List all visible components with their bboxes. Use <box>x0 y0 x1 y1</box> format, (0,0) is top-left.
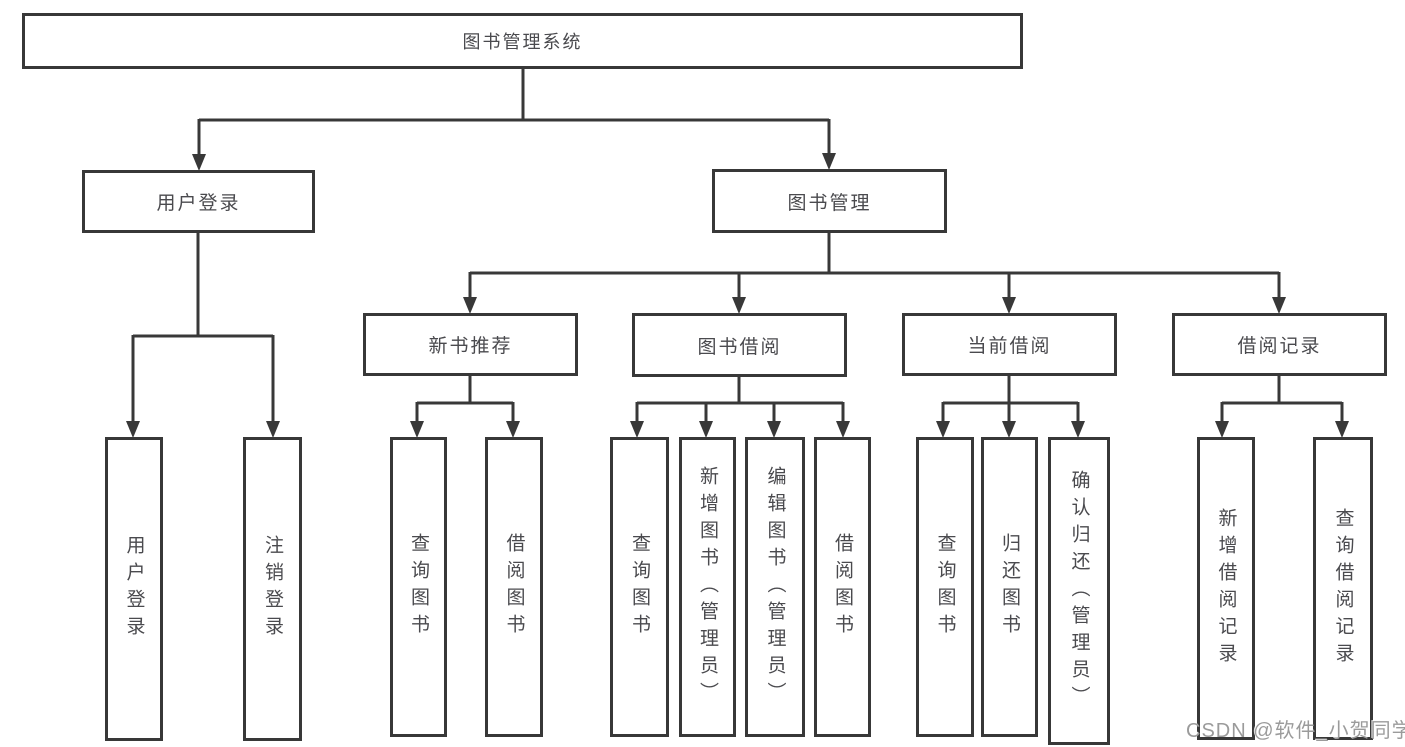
node-book-management-branch: 图书管理 <box>712 169 947 233</box>
node-system-root: 图书管理系统 <box>22 13 1023 69</box>
leaf-edit-books-admin: 编辑图书（管理员） <box>745 437 805 737</box>
node-label: 新书推荐 <box>428 336 513 357</box>
leaf-label: 查询图书 <box>408 533 429 641</box>
leaf-label: 借阅图书 <box>832 533 853 641</box>
node-label: 用户登录 <box>156 193 241 214</box>
node-label: 图书管理 <box>787 192 872 214</box>
leaf-label: 查询图书 <box>934 533 956 641</box>
leaf-user-login: 用户登录 <box>105 437 163 741</box>
node-label: 借阅记录 <box>1237 336 1322 357</box>
node-user-login-branch: 用户登录 <box>82 170 315 233</box>
leaf-label: 新增借阅记录 <box>1215 507 1237 670</box>
leaf-label: 注销登录 <box>262 535 283 643</box>
leaf-return-books: 归还图书 <box>981 437 1038 737</box>
leaf-add-borrow-record: 新增借阅记录 <box>1197 437 1255 740</box>
node-label: 图书借阅 <box>697 336 782 358</box>
leaf-label: 借阅图书 <box>503 533 525 641</box>
leaf-query-books-recommend: 查询图书 <box>390 437 447 737</box>
leaf-query-books-current: 查询图书 <box>916 437 974 737</box>
node-borrowing-records: 借阅记录 <box>1172 313 1387 376</box>
leaf-borrow-books-borrowing: 借阅图书 <box>814 437 871 737</box>
leaf-label: 查询图书 <box>629 533 650 641</box>
leaf-label: 用户登录 <box>123 535 145 643</box>
leaf-borrow-books-recommend: 借阅图书 <box>485 437 543 737</box>
leaf-label: 查询借阅记录 <box>1332 507 1354 670</box>
leaf-query-books-borrowing: 查询图书 <box>610 437 669 737</box>
leaf-confirm-return-admin: 确认归还（管理员） <box>1048 437 1110 745</box>
csdn-watermark: CSDN @软件_小贺同学 <box>1186 720 1405 742</box>
leaf-add-books-admin: 新增图书（管理员） <box>679 437 736 737</box>
leaf-query-borrow-record: 查询借阅记录 <box>1313 437 1373 740</box>
node-current-borrowing: 当前借阅 <box>902 313 1117 376</box>
leaf-label: 确认归还（管理员） <box>1068 469 1090 713</box>
leaf-logout: 注销登录 <box>243 437 302 741</box>
leaf-label: 归还图书 <box>999 533 1020 641</box>
node-label: 图书管理系统 <box>462 32 583 52</box>
leaf-label: 新增图书（管理员） <box>697 465 718 709</box>
node-new-book-recommend: 新书推荐 <box>363 313 578 376</box>
leaf-label: 编辑图书（管理员） <box>764 465 786 709</box>
node-book-borrowing: 图书借阅 <box>632 313 847 377</box>
arrowhead-icons <box>126 153 1349 438</box>
node-label: 当前借阅 <box>967 336 1052 357</box>
